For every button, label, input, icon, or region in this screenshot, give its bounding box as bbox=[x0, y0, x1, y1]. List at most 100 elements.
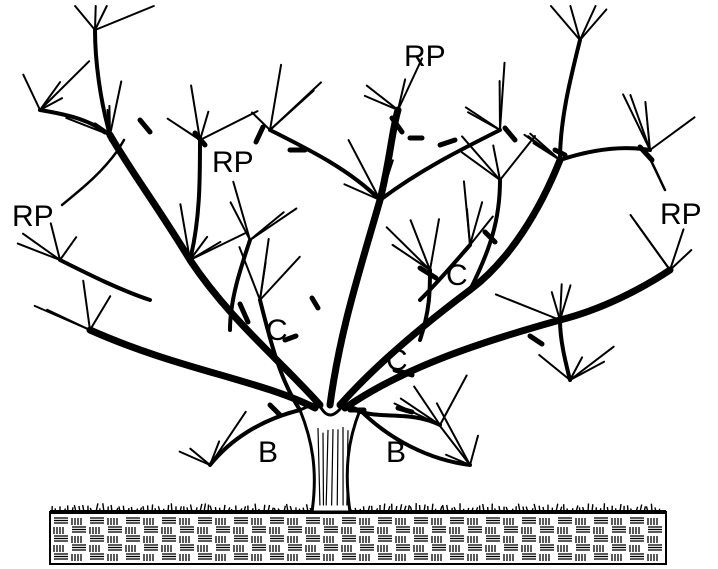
twig bbox=[399, 397, 441, 426]
grass-blade bbox=[439, 505, 443, 513]
grass-blade bbox=[154, 507, 157, 513]
twig bbox=[22, 73, 41, 111]
grass-blade bbox=[629, 508, 633, 513]
grass-blade bbox=[531, 508, 534, 513]
label-c-lower: C bbox=[386, 344, 408, 377]
grass-blade bbox=[78, 505, 81, 513]
grass-blade bbox=[195, 507, 198, 513]
grass-blade bbox=[498, 505, 501, 513]
twig bbox=[365, 84, 399, 111]
twig bbox=[250, 111, 271, 131]
grass-blade bbox=[645, 506, 649, 513]
grass-blade bbox=[434, 508, 437, 513]
bark-line bbox=[331, 429, 334, 506]
grass-blade bbox=[475, 506, 479, 513]
twig bbox=[550, 291, 561, 321]
grass-blade bbox=[354, 507, 357, 513]
grass-blade bbox=[302, 507, 305, 513]
grass-blade bbox=[73, 504, 77, 513]
twig bbox=[189, 447, 211, 466]
twig bbox=[494, 293, 561, 321]
twig bbox=[669, 228, 685, 271]
grass-blade bbox=[239, 508, 243, 513]
grass-blade bbox=[227, 507, 231, 513]
trunk bbox=[298, 400, 362, 514]
twig bbox=[269, 63, 283, 131]
twig bbox=[259, 261, 267, 301]
soil bbox=[49, 511, 667, 565]
grass-blade bbox=[95, 503, 99, 513]
label-rp-inner: RP bbox=[212, 146, 254, 179]
twig bbox=[379, 159, 394, 201]
grass-blade bbox=[387, 506, 391, 513]
grass-blade bbox=[151, 504, 154, 513]
grass-blade bbox=[139, 507, 143, 513]
grass-blade bbox=[542, 506, 545, 513]
grass-blade bbox=[89, 507, 93, 513]
grass-blade bbox=[399, 504, 403, 513]
grass-blade bbox=[431, 503, 434, 513]
grass-blade bbox=[130, 506, 133, 513]
twig bbox=[238, 246, 261, 301]
grass-blade bbox=[115, 507, 119, 513]
twig bbox=[33, 304, 91, 331]
grass-blade bbox=[511, 508, 514, 513]
label-b-right: B bbox=[386, 436, 406, 469]
grass-blade bbox=[122, 505, 125, 513]
twig bbox=[569, 345, 615, 381]
grass-blade bbox=[289, 505, 293, 513]
twigs bbox=[16, 5, 696, 466]
twig bbox=[438, 424, 471, 466]
twig bbox=[74, 5, 96, 31]
grass-blade bbox=[555, 503, 559, 513]
label-rp-top: RP bbox=[404, 40, 446, 73]
bark-line bbox=[325, 429, 329, 506]
twig bbox=[94, 5, 108, 31]
label-rp-right: RP bbox=[660, 198, 702, 231]
grass-blade bbox=[575, 505, 579, 513]
twig bbox=[413, 385, 441, 426]
twig bbox=[499, 61, 506, 131]
grass-blade bbox=[407, 505, 411, 513]
grass-blade bbox=[599, 508, 602, 513]
bark-line bbox=[336, 429, 339, 506]
twig bbox=[649, 116, 696, 151]
twig bbox=[569, 356, 584, 381]
twig bbox=[229, 201, 251, 241]
twig bbox=[189, 235, 209, 261]
grass-blade bbox=[571, 508, 574, 513]
grass-blade bbox=[209, 505, 213, 513]
grass-blade bbox=[639, 504, 643, 513]
grass-blade bbox=[467, 507, 470, 513]
twig bbox=[199, 110, 259, 141]
twig bbox=[343, 183, 381, 201]
grass-blade bbox=[273, 507, 277, 513]
twig bbox=[461, 135, 501, 181]
twig bbox=[462, 180, 471, 246]
twig bbox=[559, 284, 572, 321]
grass-blade bbox=[142, 506, 145, 513]
twig bbox=[39, 97, 64, 111]
twig bbox=[435, 402, 471, 466]
grass-blade bbox=[179, 506, 183, 513]
grass-blade bbox=[395, 505, 398, 513]
twig bbox=[460, 151, 501, 181]
grass-blade bbox=[271, 507, 274, 513]
grass-blade bbox=[230, 508, 233, 513]
twig bbox=[49, 222, 61, 261]
twig bbox=[106, 108, 111, 136]
grass-blade bbox=[403, 505, 407, 513]
grass-blade bbox=[243, 506, 247, 513]
twig bbox=[94, 5, 155, 31]
label-b-left: B bbox=[258, 436, 278, 469]
grass-blade bbox=[643, 506, 647, 513]
twig bbox=[89, 295, 112, 331]
twig bbox=[347, 139, 381, 201]
twig bbox=[59, 236, 78, 261]
grass-blade bbox=[267, 504, 271, 513]
grass-blade bbox=[118, 506, 121, 513]
grass-blade bbox=[559, 506, 563, 513]
grass-blade bbox=[203, 503, 207, 513]
grass-blade bbox=[578, 507, 581, 513]
